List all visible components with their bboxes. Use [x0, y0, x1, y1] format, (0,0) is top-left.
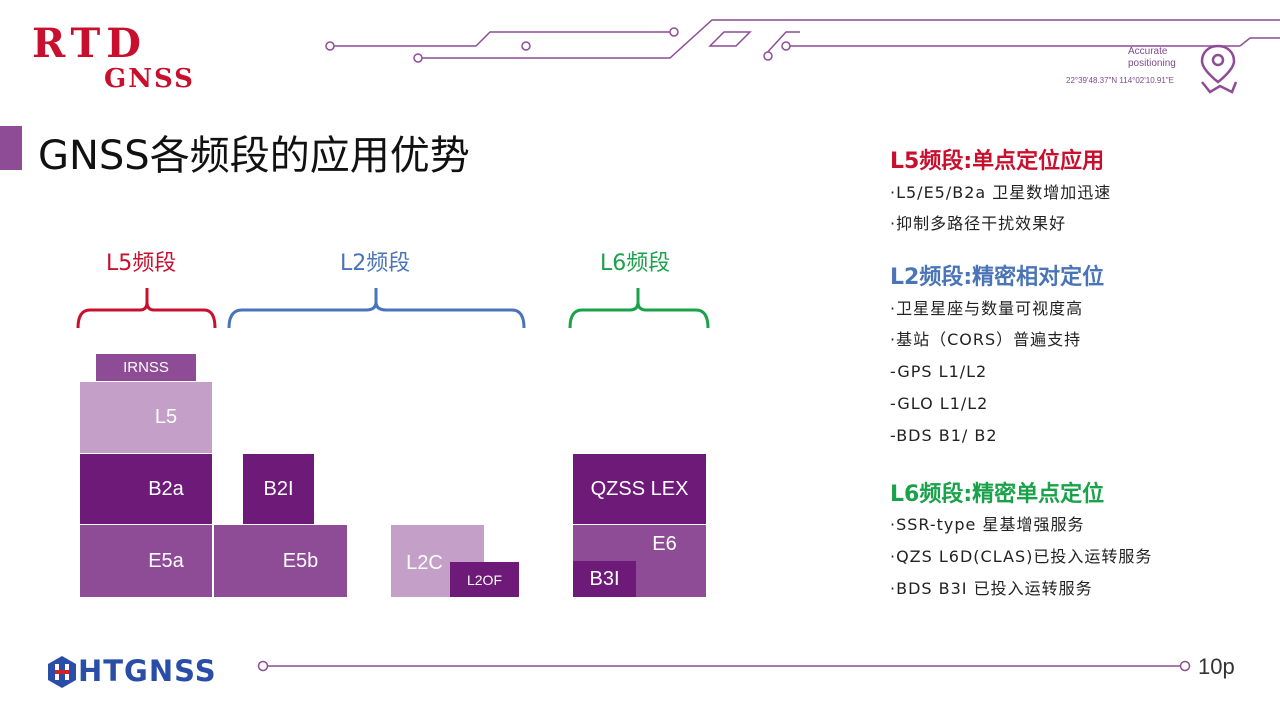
htgnss-emblem-icon [48, 656, 76, 688]
block-qzss-lex: QZSS LEX [573, 454, 706, 524]
positioning-line2: positioning [1128, 58, 1176, 69]
l5-item-2: ·抑制多路径干扰效果好 [890, 214, 1067, 233]
band-label-l2: L2频段 [340, 251, 411, 276]
section-heading-l5: L5频段:单点定位应用 [890, 149, 1105, 174]
block-b3i: B3I [573, 561, 636, 597]
l5-item-1: ·L5/E5/B2a 卫星数增加迅速 [890, 183, 1112, 202]
htgnss-logo-text: HTGNSS [78, 654, 217, 688]
band-label-l6: L6频段 [600, 251, 671, 276]
positioning-badge: Accurate positioning 22°39'48.37"N 114°0… [1060, 42, 1240, 94]
block-e5b: E5b [214, 525, 347, 597]
l2-item-3: -GPS L1/L2 [890, 362, 988, 381]
footer-line [257, 660, 1191, 672]
block-b2i: B2I [243, 454, 314, 524]
htgnss-footer-logo: HTGNSS [44, 652, 234, 692]
logo-gnss-text: GNSS [104, 64, 195, 94]
block-e5a: E5a [80, 525, 212, 597]
page-number: 10p [1198, 654, 1235, 679]
l2-item-5: -BDS B1/ B2 [890, 426, 998, 445]
l2-item-1: ·卫星星座与数量可视度高 [890, 299, 1084, 318]
block-l2of: L2OF [450, 562, 519, 597]
block-irnss: IRNSS [96, 354, 196, 381]
positioning-line1: Accurate [1128, 46, 1168, 57]
band-label-l5: L5频段 [106, 251, 177, 276]
decorative-circuit-lines [325, 19, 1280, 63]
l2-item-4: -GLO L1/L2 [890, 394, 989, 413]
bracket-l6 [568, 288, 710, 329]
l6-item-3: ·BDS B3I 已投入运转服务 [890, 579, 1093, 598]
l6-item-1: ·SSR-type 星基增强服务 [890, 515, 1085, 534]
band-brackets [76, 288, 710, 329]
block-l5: L5 [80, 382, 212, 453]
page-title: GNSS各频段的应用优势 [38, 133, 470, 179]
title-accent-bar [0, 126, 22, 170]
section-heading-l2: L2频段:精密相对定位 [890, 265, 1105, 290]
bracket-l5 [76, 288, 217, 329]
section-heading-l6: L6频段:精密单点定位 [890, 482, 1105, 507]
bracket-l2 [227, 288, 526, 329]
l2-item-2: ·基站（CORS）普遍支持 [890, 330, 1082, 349]
rtd-gnss-logo: RTD GNSS [32, 20, 202, 95]
l6-item-2: ·QZS L6D(CLAS)已投入运转服务 [890, 547, 1153, 566]
block-b2a: B2a [80, 454, 212, 524]
coordinates-text: 22°39'48.37"N 114°02'10.91"E [1066, 76, 1174, 85]
logo-rtd-text: RTD [32, 20, 147, 67]
map-pin-icon [1200, 44, 1238, 94]
